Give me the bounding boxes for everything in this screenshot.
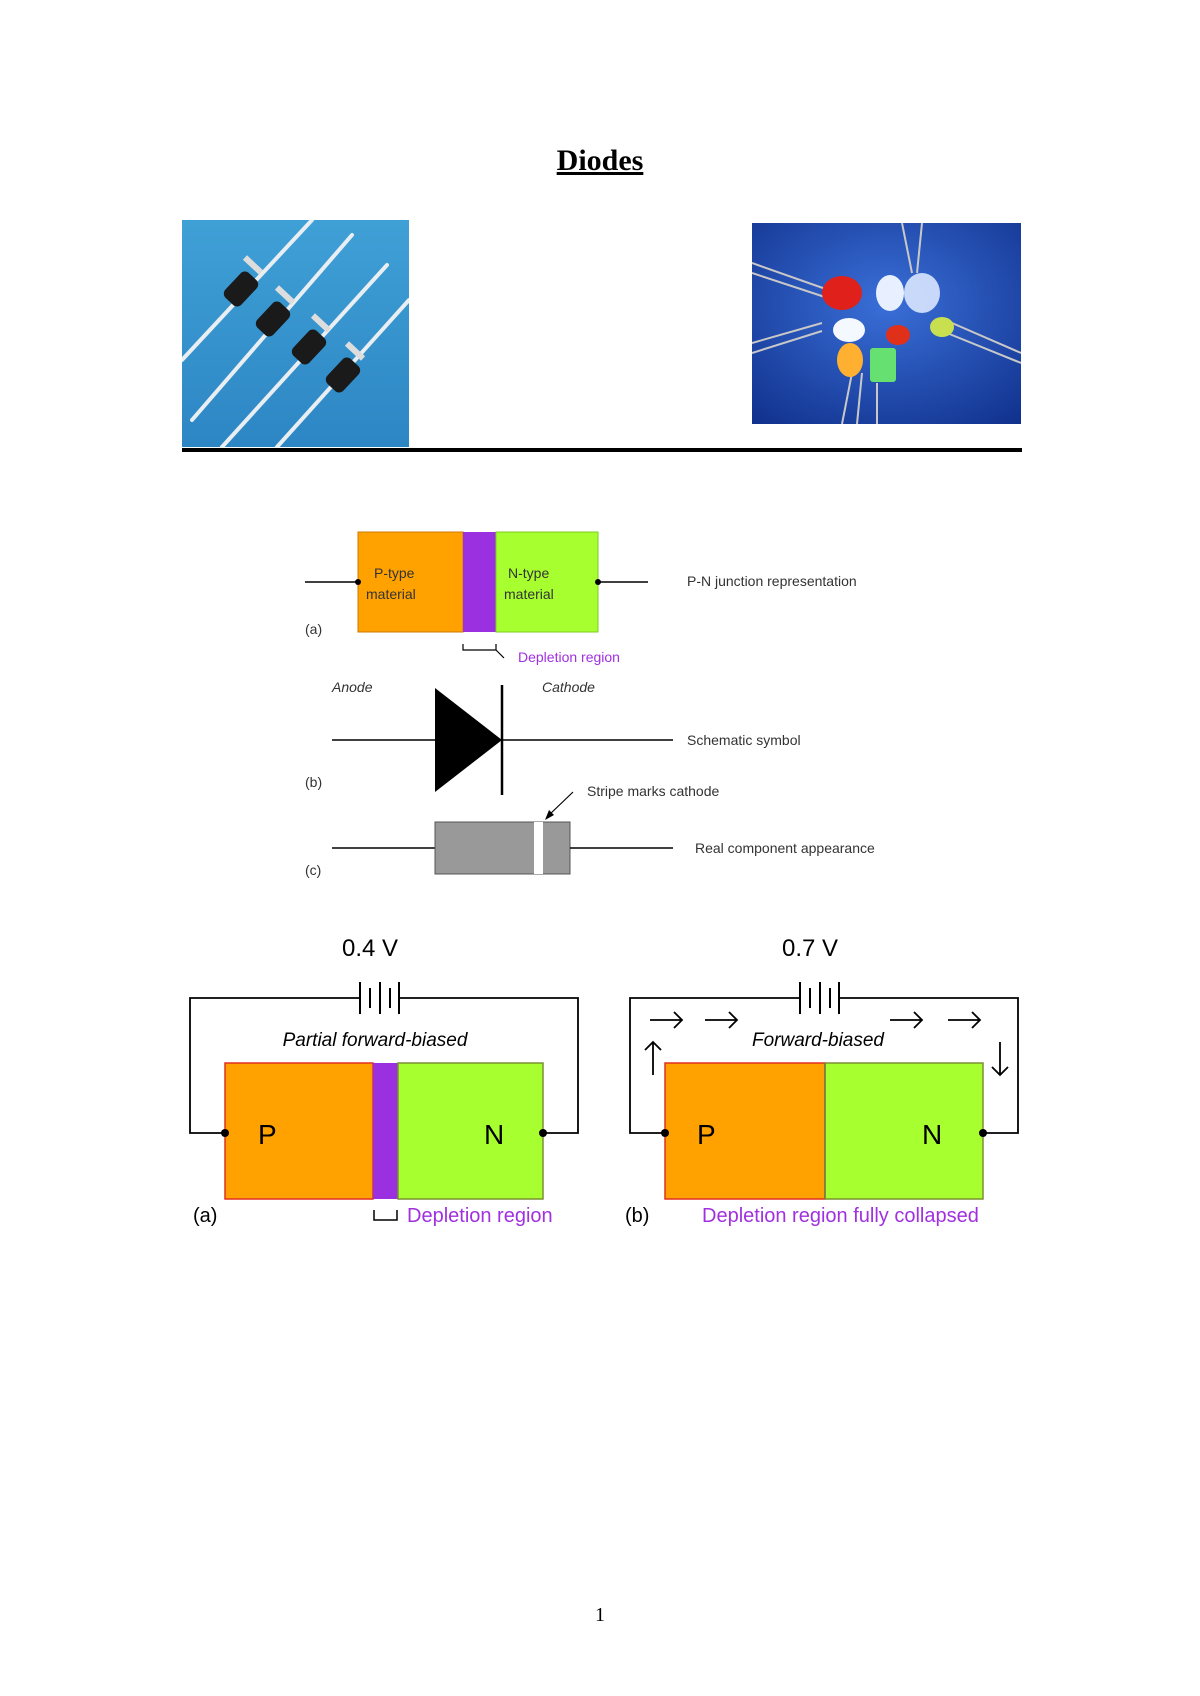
header-rule — [182, 448, 1022, 452]
p-type-label-2: material — [366, 586, 416, 602]
n-label-a: N — [484, 1119, 504, 1150]
marker-b: (b) — [625, 1205, 649, 1227]
row-a-marker: (a) — [305, 621, 322, 637]
row-c-marker: (c) — [305, 862, 321, 878]
depletion-label-top: Depletion region — [518, 649, 620, 665]
row-c-caption: Real component appearance — [695, 840, 875, 856]
p-label-a: P — [258, 1119, 277, 1150]
row-a-caption: P-N junction representation — [687, 573, 857, 589]
anode-label: Anode — [331, 679, 373, 695]
component-body — [434, 821, 571, 875]
page-title: Diodes — [556, 144, 644, 177]
n-region-b — [824, 1062, 984, 1200]
n-type-region — [495, 531, 599, 633]
marker-a: (a) — [193, 1205, 217, 1227]
n-region-a — [397, 1062, 544, 1200]
p-region-b — [664, 1062, 826, 1200]
cathode-label: Cathode — [542, 679, 595, 695]
state-a: Partial forward-biased — [283, 1030, 469, 1051]
voltage-a: 0.4 V — [342, 935, 398, 962]
rectifier-diodes-photo — [180, 218, 411, 449]
depletion-label-a: Depletion region — [407, 1205, 553, 1227]
row-b-caption: Schematic symbol — [687, 732, 801, 748]
page-number: 1 — [595, 1604, 605, 1626]
current-arrows — [644, 1011, 1009, 1077]
row-b-marker: (b) — [305, 774, 322, 790]
p-region-a — [224, 1062, 374, 1200]
depletion-label-b: Depletion region fully collapsed — [702, 1205, 979, 1227]
junction-diagram: P-type material N-type material (a) P-N … — [290, 520, 930, 890]
p-type-label-1: P-type — [374, 565, 415, 581]
voltage-b: 0.7 V — [782, 935, 838, 962]
p-type-region — [357, 531, 464, 633]
cathode-stripe — [534, 822, 543, 874]
p-label-b: P — [697, 1119, 716, 1150]
n-label-b: N — [922, 1119, 942, 1150]
depletion-region — [463, 532, 496, 632]
bias-diagram: 0.4 V Partial forward-biased P N (a) Dep… — [170, 930, 1040, 1250]
state-b: Forward-biased — [752, 1030, 885, 1051]
depletion-region-a — [373, 1063, 398, 1199]
diode-symbol-triangle — [435, 688, 502, 792]
leds-photo — [751, 222, 1022, 425]
stripe-label: Stripe marks cathode — [587, 783, 719, 799]
n-type-label-1: N-type — [508, 565, 549, 581]
n-type-label-2: material — [504, 586, 554, 602]
